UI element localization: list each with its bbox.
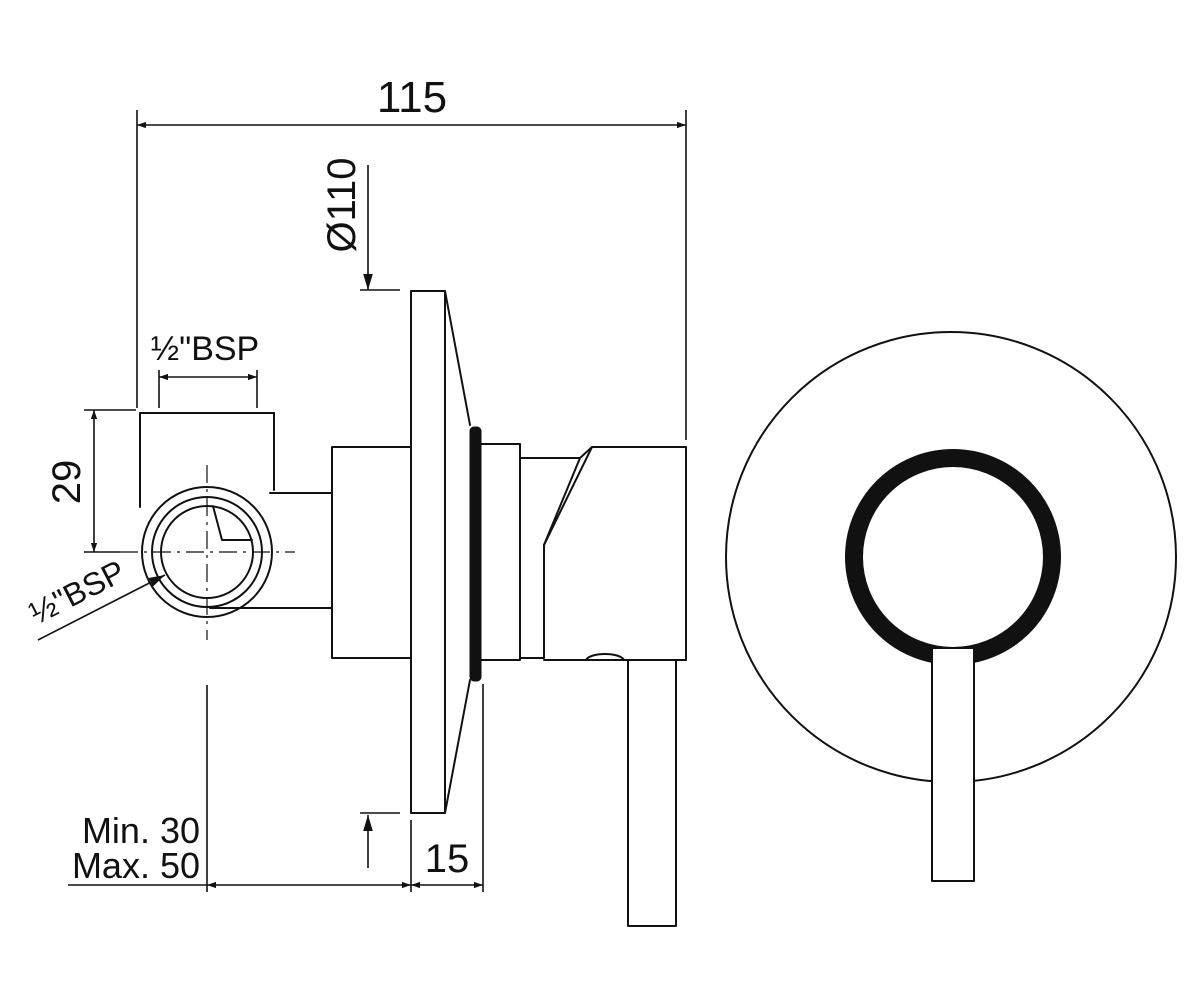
- plate-diameter-label: Ø110: [320, 158, 364, 253]
- dimension-lines: [37, 110, 687, 892]
- inlet-elbow: [139, 412, 275, 508]
- overall-depth-label: 115: [377, 73, 447, 122]
- plate-depth-label: 15: [425, 837, 470, 881]
- lever-handle-side: [585, 653, 677, 927]
- front-view: [725, 331, 1177, 882]
- handle-hub: [519, 446, 687, 661]
- wall-depth-min-label: Min. 30: [82, 810, 200, 851]
- pipe-connection: [209, 492, 333, 609]
- valve-body: [331, 446, 412, 659]
- lever-handle-front: [931, 647, 975, 882]
- front-handle-ring: [845, 449, 1061, 665]
- wall-plate: [410, 290, 471, 814]
- spout-collar: [480, 443, 521, 661]
- pipe-bsp-label: ½"BSP: [151, 330, 259, 368]
- side-view: [139, 290, 687, 927]
- gasket-ring: [469, 426, 482, 682]
- wall-depth-max-label: Max. 50: [72, 845, 200, 886]
- centerlines: [120, 465, 295, 640]
- inlet-height-label: 29: [45, 460, 89, 505]
